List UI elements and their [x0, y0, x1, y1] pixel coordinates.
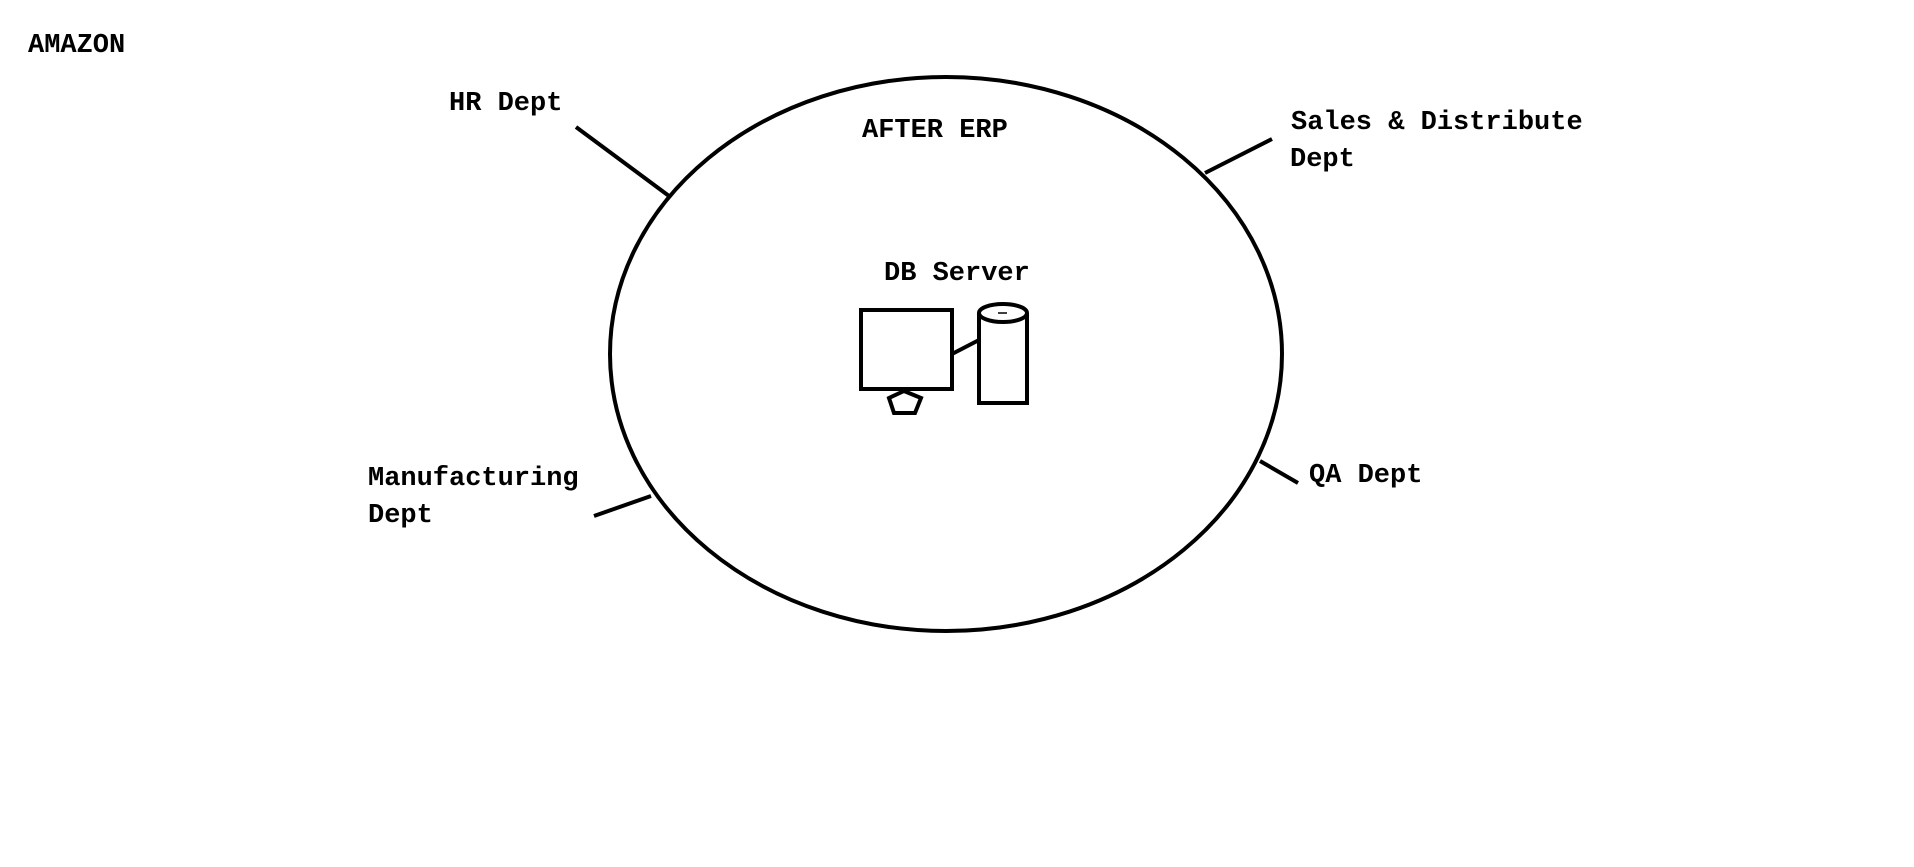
dept-manufacturing-label-line2: Dept [368, 501, 433, 531]
database-cylinder-icon [977, 302, 1029, 405]
server-icon [859, 302, 1029, 415]
dept-sales-label: Sales & Distribute [1291, 108, 1583, 138]
dept-qa-connector [1258, 459, 1300, 485]
erp-label: AFTER ERP [862, 116, 1008, 146]
dept-sales-connector [1204, 137, 1273, 175]
dept-hr-connector [574, 125, 671, 198]
dept-manufacturing-label: Manufacturing [368, 464, 579, 494]
monitor-stand-icon [886, 388, 924, 415]
server-label: DB Server [884, 259, 1030, 289]
server-connector [951, 338, 980, 356]
dept-qa-label: QA Dept [1309, 461, 1422, 491]
erp-ellipse [608, 75, 1284, 633]
dept-hr-label: HR Dept [449, 89, 562, 119]
title: AMAZON [28, 31, 125, 61]
dept-sales-label-line2: Dept [1290, 145, 1355, 175]
monitor-icon [859, 308, 954, 391]
dept-manufacturing-connector [593, 494, 652, 518]
